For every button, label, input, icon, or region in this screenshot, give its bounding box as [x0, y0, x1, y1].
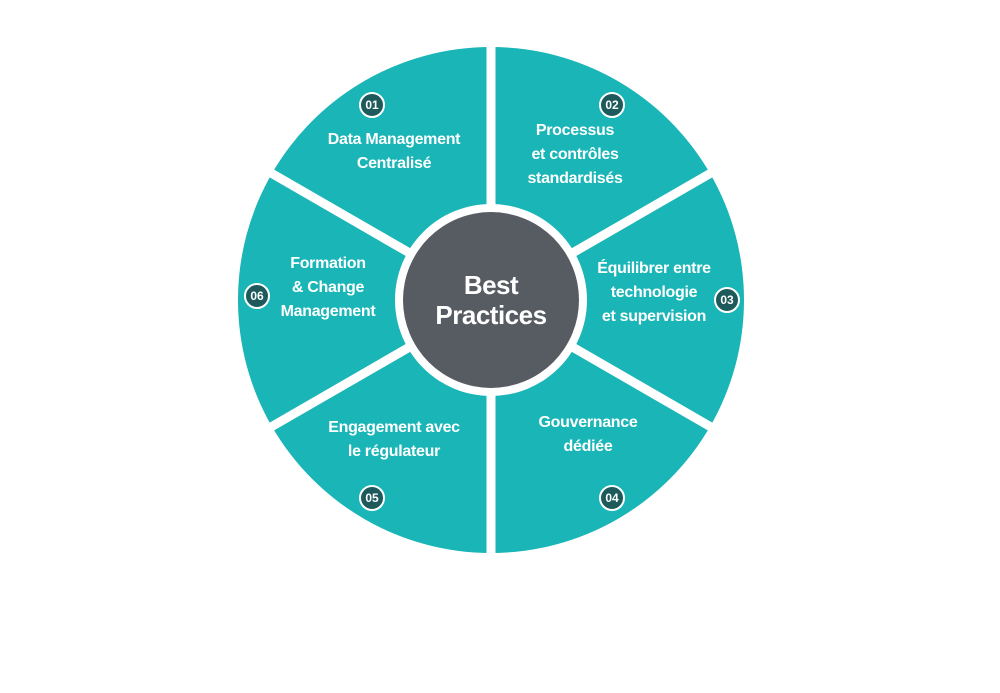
segment-03-number-badge: 03	[714, 287, 740, 313]
segment-01-number-badge: 01	[359, 92, 385, 118]
segment-02-label: Processus et contrôles standardisés	[527, 119, 622, 191]
segment-06-number-badge: 06	[244, 283, 270, 309]
segment-02-number-badge: 02	[599, 92, 625, 118]
segment-01-label-line1: Data Management	[327, 131, 461, 148]
segment-04-label-line2: dédiée	[563, 438, 613, 455]
segment-02-label-line2: et contrôles	[531, 146, 619, 163]
segment-06-label-line2: & Change	[291, 279, 365, 296]
segment-06-label: Formation & Change Management	[281, 252, 376, 324]
wheel-segment-02	[491, 173, 744, 427]
segment-05-label-line2: le régulateur	[347, 443, 441, 460]
segment-04-label: Gouvernance dédiée	[539, 411, 638, 459]
segment-04-label-line1: Gouvernance	[538, 414, 638, 431]
center-title-line1: Best	[463, 270, 519, 300]
segment-03-label-line3: et supervision	[601, 308, 707, 325]
center-title: Best Practices	[435, 270, 547, 330]
center-title-line2: Practices	[435, 300, 547, 330]
segment-05-label-line1: Engagement avec	[328, 419, 460, 436]
segment-02-label-line3: standardisés	[527, 170, 623, 187]
segment-04-number-badge: 04	[599, 485, 625, 511]
wheel-segment-05	[238, 173, 491, 427]
segment-05-label: Engagement avec le régulateur	[328, 416, 460, 464]
segment-02-label-line1: Processus	[535, 122, 615, 139]
segment-06-label-line1: Formation	[290, 255, 366, 272]
segment-03-label-line1: Équilibrer entre	[597, 260, 711, 277]
segment-03-label: Équilibrer entre technologie et supervis…	[597, 257, 711, 329]
center-circle	[403, 212, 579, 388]
segment-03-label-line2: technologie	[610, 284, 698, 301]
segment-01-label: Data Management Centralisé	[327, 128, 461, 176]
segment-01-label-line2: Centralisé	[356, 155, 432, 172]
segment-06-label-line3: Management	[280, 303, 376, 320]
segment-05-number-badge: 05	[359, 485, 385, 511]
